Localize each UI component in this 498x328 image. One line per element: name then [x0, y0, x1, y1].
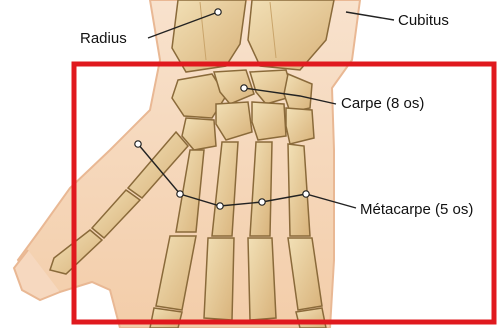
carpe-label: Carpe (8 os)	[341, 95, 424, 113]
metacarpal-4-marker	[259, 199, 265, 205]
carpe-marker	[241, 85, 247, 91]
radius-label: Radius	[80, 30, 127, 48]
cubitus-label: Cubitus	[398, 12, 449, 30]
thumb-metacarpal-marker	[135, 141, 141, 147]
metacarpal-3-marker	[217, 203, 223, 209]
radius-marker	[215, 9, 221, 15]
metacarpal-5-marker	[303, 191, 309, 197]
metacarpe-label: Métacarpe (5 os)	[360, 201, 473, 219]
metacarpal-2-marker	[177, 191, 183, 197]
